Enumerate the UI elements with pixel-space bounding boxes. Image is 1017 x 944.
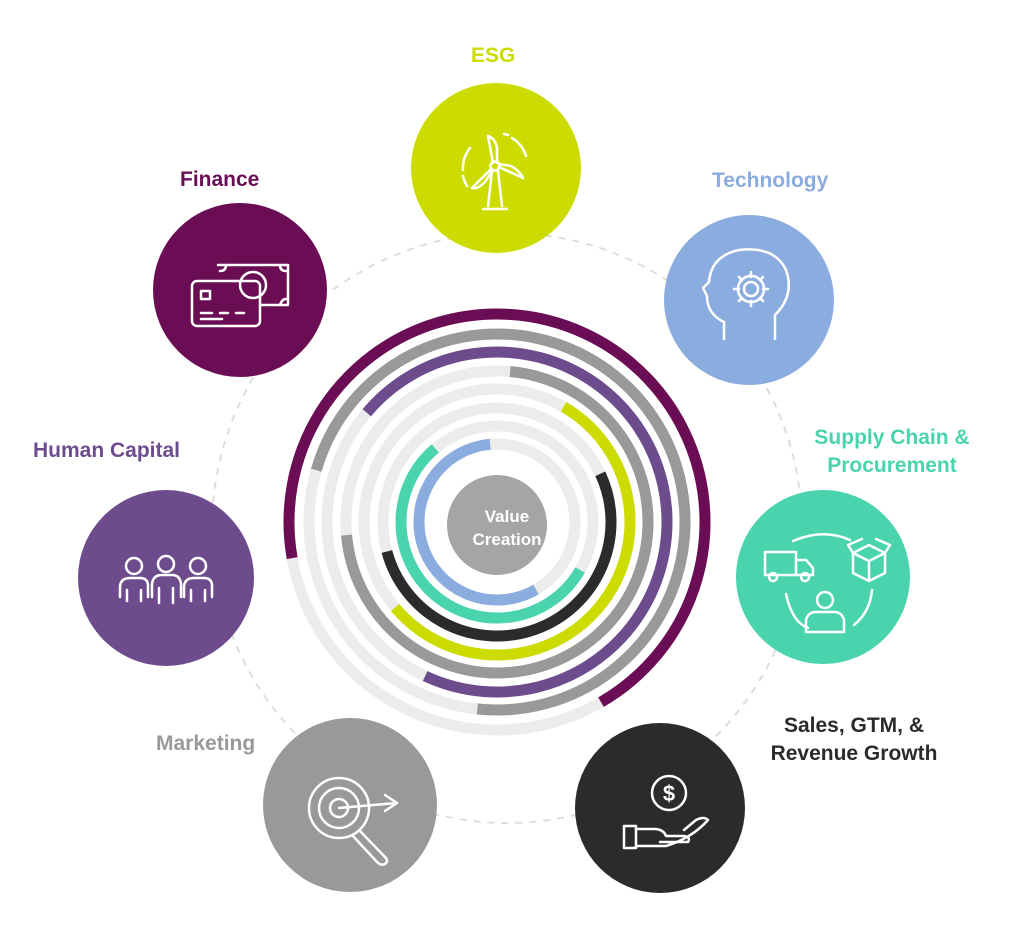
esg-node[interactable] [411,83,581,253]
supply-chain-label-line2: Procurement [827,454,957,477]
ring-group [283,308,711,736]
sales-node[interactable]: $ [575,723,745,893]
supply-chain-label-line1: Supply Chain & [814,426,970,449]
ring-arc-sales [381,471,617,642]
marketing-label: Marketing [156,732,256,755]
finance-label: Finance [180,168,260,191]
sales-label: Sales, GTM, & Revenue Growth [756,712,952,768]
hand-dollar-icon: $ [622,774,710,850]
wind-turbine-icon [461,132,528,211]
ring-arc-technology [413,438,539,606]
ring-arc-finance [283,308,711,707]
ring-arc-marketing [310,328,691,716]
technology-label: Technology [712,169,829,192]
ring-arc-marketing [341,366,654,679]
target-search-icon [307,776,399,866]
svg-text:$: $ [663,781,675,806]
center-label: Value Creation [447,480,567,576]
center-label-line1: Value [484,507,530,526]
center-circle [447,475,547,575]
sales-label-line2: Revenue Growth [770,742,938,765]
head-gear-icon [701,248,790,341]
team-icon [118,554,214,605]
supply-chain-label: Supply Chain & Procurement [806,424,978,480]
finance-node[interactable] [153,203,327,377]
human-capital-node[interactable] [78,490,254,666]
technology-node[interactable] [664,215,834,385]
ring-arc-human-capital [362,346,673,698]
center-label-line2: Creation [472,530,542,549]
supply-cycle-icon [763,533,892,634]
human-capital-label: Human Capital [33,439,181,462]
sales-label-line1: Sales, GTM, & [783,714,925,737]
esg-label: ESG [471,44,516,67]
ring-arc-supply-chain [395,444,585,624]
supply-chain-node[interactable] [736,490,910,664]
marketing-node[interactable] [263,718,437,892]
cards-cash-icon [190,263,290,328]
ring-arc-esg [390,402,636,661]
